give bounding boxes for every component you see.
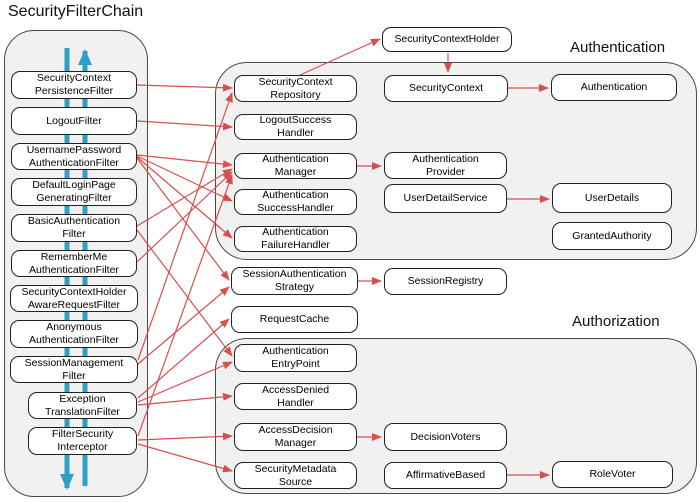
- affirmative-based: AffirmativeBased: [384, 462, 507, 489]
- security-metadata-source: SecurityMetadata Source: [234, 462, 357, 489]
- logout-filter: LogoutFilter: [11, 107, 137, 135]
- default-login-page-generating-filter: DefaultLoginPage GeneratingFilter: [11, 178, 137, 206]
- authentication-success-handler: Authentication SuccessHandler: [234, 189, 357, 215]
- granted-authority: GrantedAuthority: [552, 222, 672, 250]
- anonymous-authentication-filter: Anonymous AuthenticationFilter: [10, 320, 138, 348]
- session-management-filter: SessionManagement Filter: [10, 356, 138, 383]
- logout-success-handler: LogoutSuccess Handler: [234, 114, 357, 140]
- basic-authentication-filter: BasicAuthentication Filter: [11, 214, 137, 242]
- authentication-failure-handler: Authentication FailureHandler: [234, 226, 357, 252]
- exception-translation-filter: Exception TranslationFilter: [28, 392, 137, 419]
- access-denied-handler: AccessDenied Handler: [234, 383, 357, 410]
- authentication: Authentication: [551, 74, 677, 101]
- username-password-authentication-filter: UsernamePassword AuthenticationFilter: [11, 143, 137, 170]
- security-context-holder: SecurityContextHolder: [382, 27, 512, 52]
- security-context: SecurityContext: [384, 75, 508, 102]
- user-details: UserDetails: [552, 183, 672, 213]
- remember-me-authentication-filter: RememberMe AuthenticationFilter: [11, 250, 137, 277]
- security-context-holder-aware-request-filter: SecurityContextHolder AwareRequestFilter: [10, 285, 138, 312]
- access-decision-manager: AccessDecision Manager: [234, 423, 357, 451]
- edge-session-management-filter-to-session-authentication-strategy: [137, 286, 230, 365]
- security-filter-chain-title: SecurityFilterChain: [8, 3, 144, 20]
- authentication-entry-point: Authentication EntryPoint: [234, 344, 357, 372]
- security-context-persistence-filter: SecurityContext PersistenceFilter: [11, 71, 137, 99]
- authentication-manager: Authentication Manager: [234, 153, 357, 179]
- user-detail-service: UserDetailService: [384, 184, 507, 213]
- authentication-group-label: Authentication: [570, 39, 666, 56]
- authorization-group-label: Authorization: [572, 313, 660, 330]
- edge-basic-authentication-filter-to-authentication-entry-point: [136, 229, 233, 357]
- authentication-provider: Authentication Provider: [384, 152, 507, 179]
- request-cache: RequestCache: [231, 306, 358, 333]
- filter-security-interceptor: FilterSecurity Interceptor: [28, 427, 137, 455]
- security-context-repository: SecurityContext Repository: [234, 75, 357, 102]
- decision-voters: DecisionVoters: [384, 423, 507, 451]
- session-authentication-strategy: SessionAuthentication Strategy: [231, 267, 358, 295]
- session-registry: SessionRegistry: [384, 268, 507, 295]
- role-voter: RoleVoter: [552, 461, 673, 488]
